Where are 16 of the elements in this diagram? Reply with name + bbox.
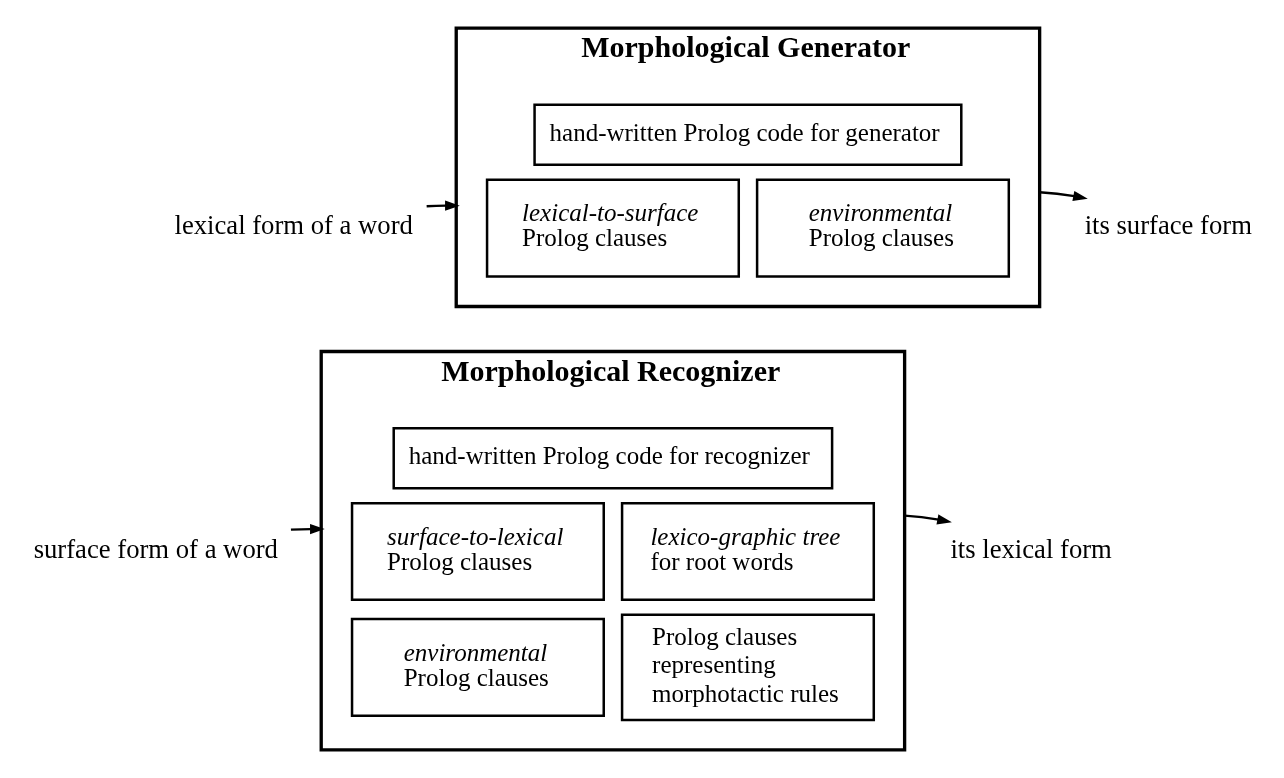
arrow bbox=[290, 523, 325, 535]
node-box: surface-to-lexical Prolog clauses bbox=[350, 501, 605, 602]
node-text: its surface form bbox=[1084, 210, 1252, 241]
node-box: hand-written Prolog code for generator bbox=[532, 103, 963, 167]
node-box: lexico-graphic tree for root words bbox=[620, 501, 875, 602]
node-box: environmental Prolog clauses bbox=[755, 178, 1010, 278]
node-box: environmental Prolog clauses bbox=[350, 617, 605, 717]
node-text: lexical form of a word bbox=[174, 210, 413, 241]
arrow bbox=[426, 200, 460, 211]
node-text: its lexical form bbox=[949, 533, 1112, 564]
node-box: lexical-to-surface Prolog clauses bbox=[485, 178, 740, 278]
arrow bbox=[1039, 190, 1088, 201]
node-text: surface form of a word bbox=[33, 533, 278, 564]
arrow bbox=[904, 514, 952, 525]
node-box: Prolog clauses representing morphotactic rules bbox=[620, 613, 875, 722]
node-box: hand-written Prolog code for recognizer bbox=[391, 426, 833, 490]
